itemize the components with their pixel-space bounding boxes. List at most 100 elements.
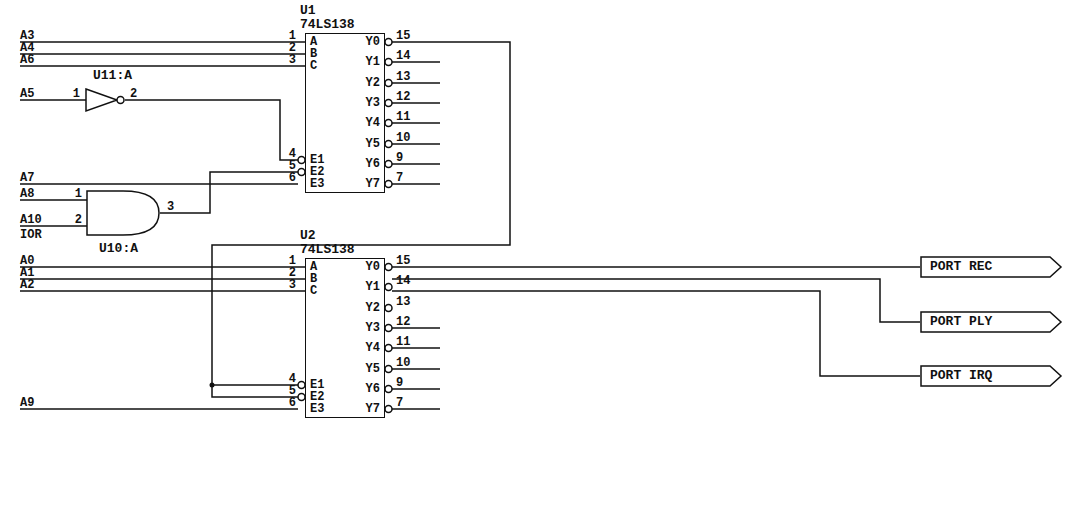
inversion-bubble <box>385 59 392 66</box>
gate-pin: 1 <box>73 88 80 100</box>
wire-connector <box>212 42 510 385</box>
port-tag: PORT IRQ <box>920 365 1062 387</box>
pin-number: 15 <box>396 255 410 267</box>
pin-number: 13 <box>396 71 410 83</box>
pin-name: Y3 <box>366 322 380 334</box>
wire <box>20 41 305 43</box>
pin-number: 2 <box>289 42 296 54</box>
port-name: PORT IRQ <box>920 365 1062 383</box>
bubble-group <box>298 39 392 413</box>
pin-number: 14 <box>396 50 410 62</box>
part-label: 74LS138 <box>300 243 355 256</box>
inversion-bubble <box>385 406 392 413</box>
pin-name: E1 <box>310 154 324 166</box>
pin-name: B <box>310 48 317 60</box>
part-label: 74LS138 <box>300 18 355 31</box>
pin-name: Y4 <box>366 342 380 354</box>
wire <box>20 278 305 280</box>
pin-number: 3 <box>289 54 296 66</box>
port-name: PORT PLY <box>920 311 1062 329</box>
pin-number: 11 <box>396 336 410 348</box>
pin-name: E2 <box>310 391 324 403</box>
gate-pin: 1 <box>75 188 82 200</box>
pin-number: 12 <box>396 316 410 328</box>
signal-name: A3 <box>20 30 34 42</box>
part-label: U10:A <box>99 242 138 255</box>
wire <box>20 408 298 410</box>
pin-name: Y3 <box>366 97 380 109</box>
wire <box>20 266 305 268</box>
pin-name: E3 <box>310 403 324 415</box>
inversion-bubble <box>298 157 305 164</box>
signal-name: A6 <box>20 54 34 66</box>
connector-group <box>125 42 920 385</box>
signal-name: A7 <box>20 172 34 184</box>
pin-name: Y7 <box>366 178 380 190</box>
pin-name: Y0 <box>366 261 380 273</box>
wire-connector <box>392 266 920 268</box>
gate-pin: 2 <box>130 88 137 100</box>
pin-number: 4 <box>289 373 296 385</box>
wire <box>212 385 298 397</box>
pin-name: C <box>310 285 317 297</box>
pin-number: 12 <box>396 91 410 103</box>
pin-number: 6 <box>289 397 296 409</box>
inversion-bubble <box>385 345 392 352</box>
part-label: U1 <box>300 4 316 17</box>
pin-number: 15 <box>396 30 410 42</box>
inversion-bubble <box>385 161 392 168</box>
pin-name: Y7 <box>366 403 380 415</box>
pin-number: 1 <box>289 30 296 42</box>
inversion-bubble <box>385 264 392 271</box>
pin-name: E1 <box>310 379 324 391</box>
signal-name: A10 <box>20 214 42 226</box>
inversion-bubble <box>385 181 392 188</box>
pin-name: Y5 <box>366 138 380 150</box>
pin-number: 10 <box>396 132 410 144</box>
signal-name: A8 <box>20 188 34 200</box>
gate-pin: 3 <box>167 201 174 213</box>
wire-connector <box>125 100 298 160</box>
pin-name: Y1 <box>366 281 380 293</box>
inversion-bubble <box>385 386 392 393</box>
wire-connector <box>392 291 920 376</box>
inversion-bubble <box>298 394 305 401</box>
pin-number: 9 <box>396 152 403 164</box>
inversion-bubble <box>385 80 392 87</box>
inverter-symbol <box>85 88 125 112</box>
inversion-bubble <box>385 366 392 373</box>
wire <box>20 53 305 55</box>
pin-name: Y6 <box>366 158 380 170</box>
pin-name: Y4 <box>366 117 380 129</box>
wire <box>20 65 305 67</box>
signal-name: A2 <box>20 279 34 291</box>
pin-name: Y5 <box>366 363 380 375</box>
inversion-bubble <box>385 100 392 107</box>
part-label: U11:A <box>93 69 132 82</box>
and-gate: U10:A <box>85 190 160 236</box>
pin-number: 10 <box>396 357 410 369</box>
signal-name: A4 <box>20 42 34 54</box>
pin-number: 3 <box>289 279 296 291</box>
signal-name: A9 <box>20 397 34 409</box>
pin-name: Y1 <box>366 56 380 68</box>
wire-connector <box>160 172 298 213</box>
pin-number: 7 <box>396 397 403 409</box>
pin-number: 6 <box>289 172 296 184</box>
part-label: U2 <box>300 229 316 242</box>
pin-number: 1 <box>289 255 296 267</box>
pin-number: 4 <box>289 148 296 160</box>
port-name: PORT REC <box>920 256 1062 274</box>
pin-name: C <box>310 60 317 72</box>
pin-number: 9 <box>396 377 403 389</box>
signal-name: A1 <box>20 267 34 279</box>
inversion-bubble <box>385 284 392 291</box>
pin-name: Y6 <box>366 383 380 395</box>
port-tag: PORT REC <box>920 256 1062 278</box>
pin-number: 2 <box>289 267 296 279</box>
signal-name: A0 <box>20 255 34 267</box>
pin-name: Y2 <box>366 77 380 89</box>
inversion-bubble <box>385 120 392 127</box>
